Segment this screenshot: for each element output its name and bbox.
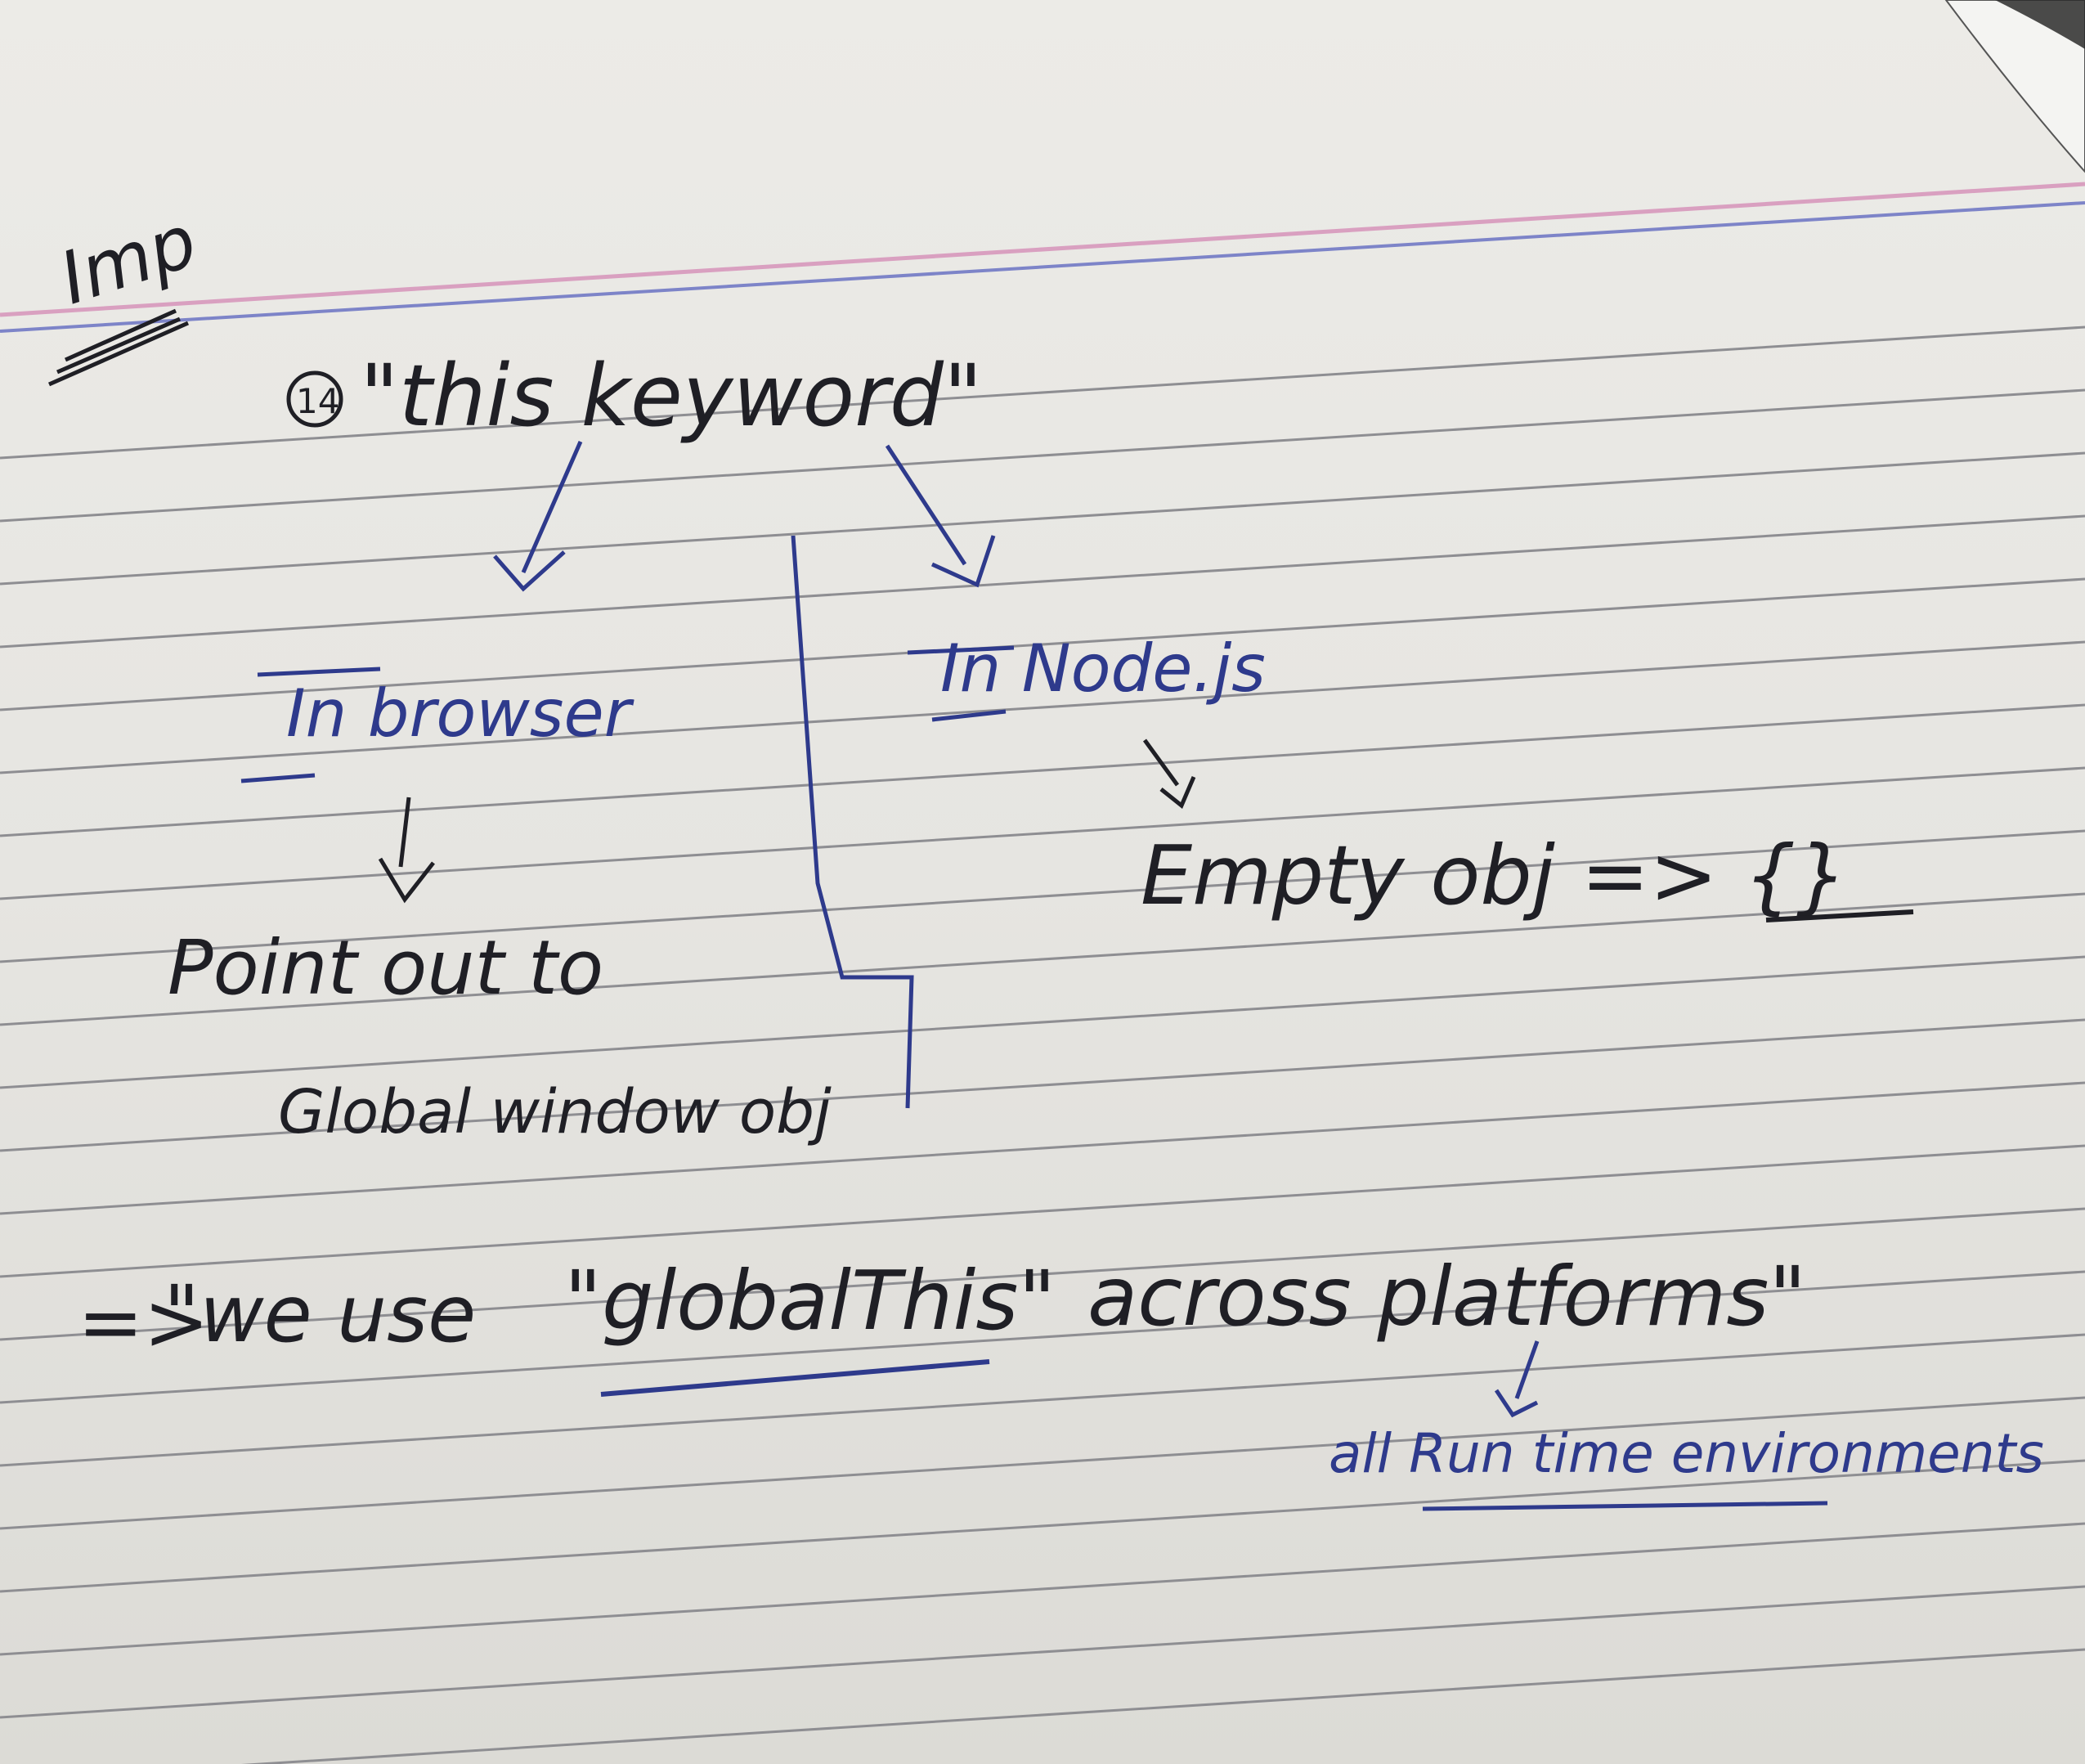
ruled-line xyxy=(0,766,2085,900)
ruled-line xyxy=(0,1522,2085,1656)
ruled-line xyxy=(0,1270,2085,1404)
conclusion-text-after: across platforms" xyxy=(1087,1249,1806,1344)
underline-annotation xyxy=(1422,1501,1828,1511)
ruled-line xyxy=(0,325,2085,460)
annotation-runtime-environments: all Run time environments xyxy=(1329,1422,2044,1485)
ruled-lines xyxy=(0,325,2085,1764)
ruled-line xyxy=(0,640,2085,774)
arrow-to-node xyxy=(885,444,996,588)
ruled-line xyxy=(0,577,2085,711)
ruled-line xyxy=(0,388,2085,523)
ruled-line xyxy=(0,955,2085,1089)
ruled-line xyxy=(0,829,2085,963)
ruled-line xyxy=(0,1207,2085,1341)
ruled-line xyxy=(0,1144,2085,1278)
conclusion-keyword-globalthis: "globalThis" xyxy=(564,1253,1056,1349)
underline-in-browser xyxy=(240,667,381,783)
margin-line-blue xyxy=(0,201,2085,333)
ruled-line xyxy=(0,1459,2085,1593)
ruled-line xyxy=(0,1018,2085,1152)
underline-empty-object xyxy=(1765,909,1914,922)
ruled-line xyxy=(0,703,2085,837)
paper-corner-curl xyxy=(1944,0,2085,173)
number-circle xyxy=(286,370,343,428)
ruled-line xyxy=(0,451,2085,586)
arrow-to-annotation xyxy=(1494,1340,1540,1418)
paper-corner-shadow xyxy=(1995,0,2085,49)
browser-result-line2: Global window obj xyxy=(278,1077,832,1147)
margin-line-pink xyxy=(0,182,2085,317)
underline-globalthis xyxy=(600,1359,990,1397)
arrow-to-browser xyxy=(493,440,583,592)
ruled-line xyxy=(0,514,2085,649)
browser-result-line1: Point out to xyxy=(168,924,603,1012)
ruled-line xyxy=(0,892,2085,1026)
arrow-browser-down xyxy=(378,797,435,904)
node-result: Empty obj => {} xyxy=(1141,828,1848,923)
ruled-line xyxy=(0,1585,2085,1719)
ruled-line xyxy=(240,1648,2085,1764)
underline-in-nodejs xyxy=(907,645,1015,722)
conclusion-text-before: "we use xyxy=(164,1268,476,1360)
number-circle-text: 14 xyxy=(296,381,339,421)
ruled-line xyxy=(0,1081,2085,1215)
arrow-node-down xyxy=(1142,738,1196,810)
heading-this-keyword: "this keyword" xyxy=(360,346,983,446)
label-in-browser: In browser xyxy=(286,676,635,752)
ruled-line xyxy=(0,1396,2085,1530)
conclusion-arrow: => xyxy=(78,1277,209,1368)
divider-bracket xyxy=(791,535,914,1109)
ruled-line xyxy=(0,1333,2085,1467)
label-in-nodejs: In Node.js xyxy=(940,631,1266,707)
imp-underline xyxy=(47,308,190,387)
